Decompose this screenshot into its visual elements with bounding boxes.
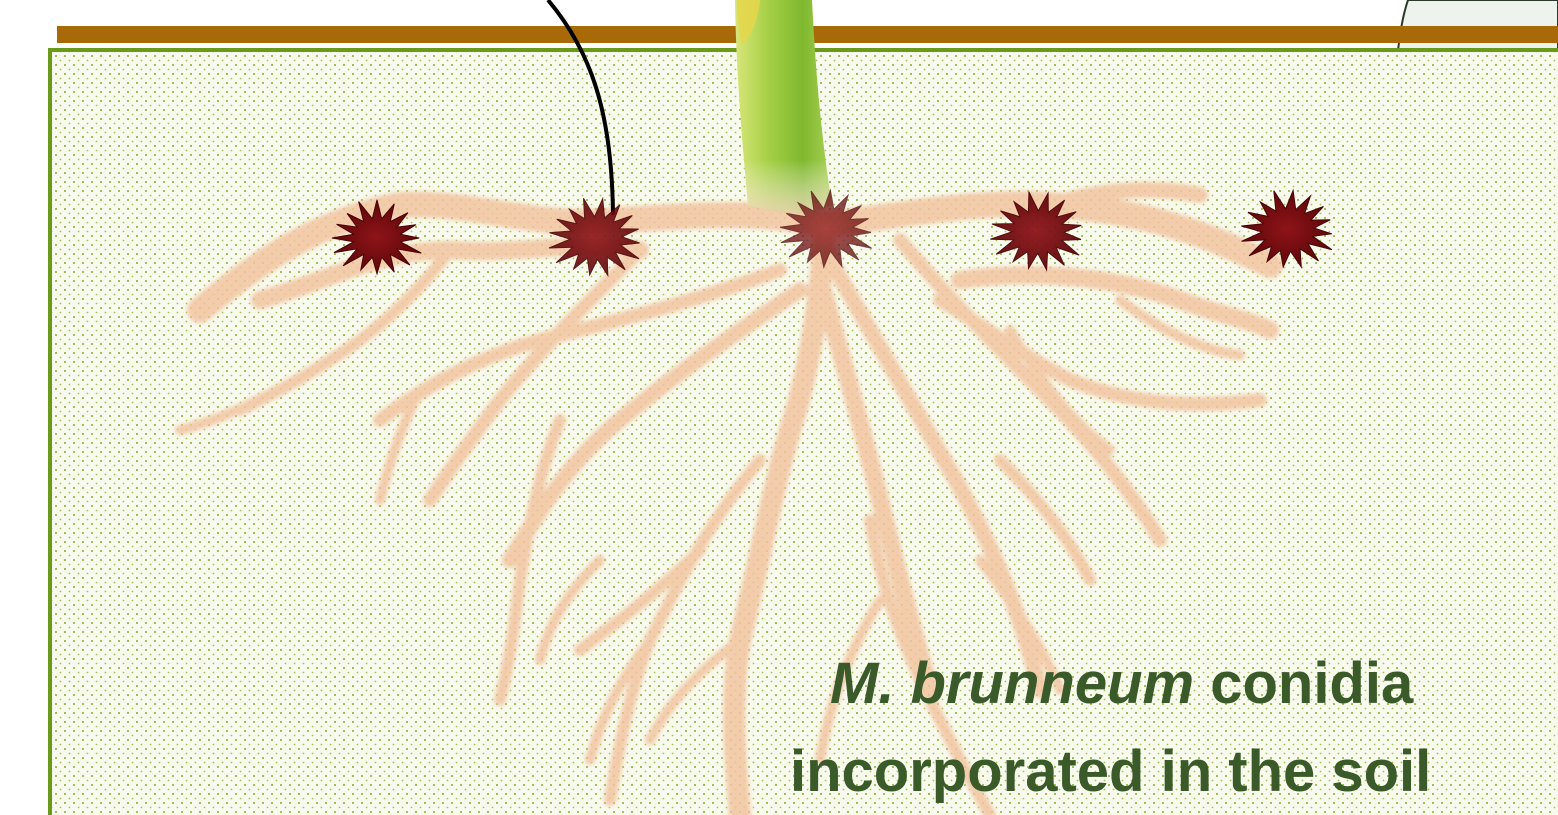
caption-species: M. brunneum [830,651,1194,716]
caption: M. brunneum conidia incorporated in the … [790,640,1558,815]
caption-line-1: M. brunneum conidia [790,640,1558,728]
caption-line1-rest: conidia [1194,651,1413,716]
caption-line-2: incorporated in the soil [790,728,1558,815]
